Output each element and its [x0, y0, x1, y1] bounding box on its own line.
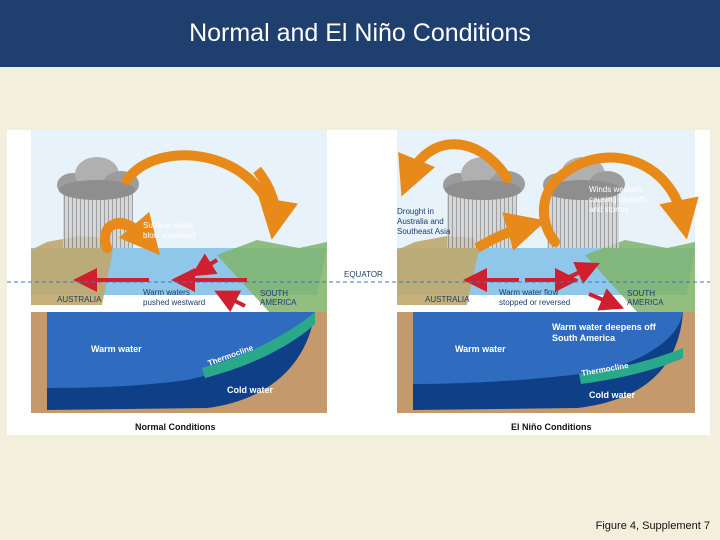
elnino-drought-line-3: Southeast Asia: [397, 227, 451, 236]
elnino-wind-arrow-west: [398, 139, 512, 197]
elnino-south-america-line-1: SOUTH: [627, 289, 655, 298]
elnino-conditions-label: El Niño Conditions: [511, 422, 592, 432]
elnino-panel: Drought in Australia and Southeast Asia …: [397, 130, 699, 432]
elnino-winds-weaken-line-2: causing updrafts: [589, 195, 648, 204]
elnino-warm-flow-line-1: Warm water flow: [499, 288, 558, 297]
figure-caption: Figure 4, Supplement 7: [595, 520, 710, 532]
normal-thermocline-band: [202, 312, 315, 378]
normal-south-america-land: [217, 240, 327, 312]
normal-warm-waters-line-1: Warm waters: [143, 288, 190, 297]
el-nino-diagram: Surface winds blow westward AUSTRALIA SO…: [7, 130, 710, 435]
normal-warm-water: [47, 312, 315, 388]
normal-south-america-line-1: SOUTH: [260, 289, 288, 298]
elnino-winds-weaken-line-1: Winds weaken,: [589, 185, 643, 194]
normal-warm-waters-line-2: pushed westward: [143, 298, 205, 307]
elnino-australia-label: AUSTRALIA: [425, 295, 470, 304]
normal-current-arrow-4: [214, 290, 246, 313]
elnino-current-arrow-down: [588, 288, 625, 311]
normal-conditions-label: Normal Conditions: [135, 422, 216, 432]
elnino-wind-arrow-east: [538, 152, 699, 247]
elnino-warm-flow-line-2: stopped or reversed: [499, 298, 570, 307]
elnino-drought-line-2: Australia and: [397, 217, 444, 226]
equator-label: EQUATOR: [344, 270, 383, 279]
elnino-warm-deepens-line-1: Warm water deepens off: [552, 322, 657, 332]
normal-wind-arrow-descend: [253, 166, 299, 240]
elnino-winds-weaken-line-3: and storms: [589, 205, 629, 214]
normal-surface-winds-line-2: blow westward: [143, 231, 195, 240]
normal-australia-label: AUSTRALIA: [57, 295, 102, 304]
normal-wind-arrow-down: [108, 211, 161, 256]
elnino-warm-deepens-line-2: South America: [552, 333, 616, 343]
normal-surface-winds-line-1: Surface winds: [143, 221, 193, 230]
el-nino-figure: Surface winds blow westward AUSTRALIA SO…: [7, 130, 710, 435]
slide-title: Normal and El Niño Conditions: [189, 19, 531, 47]
elnino-south-america-line-2: AMERICA: [627, 298, 664, 307]
normal-warm-water-label: Warm water: [91, 344, 142, 354]
normal-south-america-line-2: AMERICA: [260, 298, 297, 307]
elnino-warm-water-label: Warm water: [455, 344, 506, 354]
normal-panel: Surface winds blow westward AUSTRALIA SO…: [31, 130, 327, 432]
elnino-thermocline-band: [579, 348, 683, 384]
elnino-australia-land: [397, 236, 479, 305]
elnino-drought-line-1: Drought in: [397, 207, 434, 216]
normal-cold-water-label: Cold water: [227, 385, 274, 395]
elnino-wind-arrow-updraft-west: [474, 212, 547, 253]
elnino-rain-east: [547, 192, 619, 248]
elnino-warm-water: [413, 312, 683, 384]
elnino-cloud-west-icon: [443, 157, 525, 200]
elnino-current-arrow-up: [566, 262, 600, 284]
elnino-cold-water-label: Cold water: [589, 390, 636, 400]
elnino-south-america-land: [585, 240, 695, 312]
normal-current-arrow-3: [190, 253, 219, 277]
slide-header: Normal and El Niño Conditions: [0, 0, 720, 67]
